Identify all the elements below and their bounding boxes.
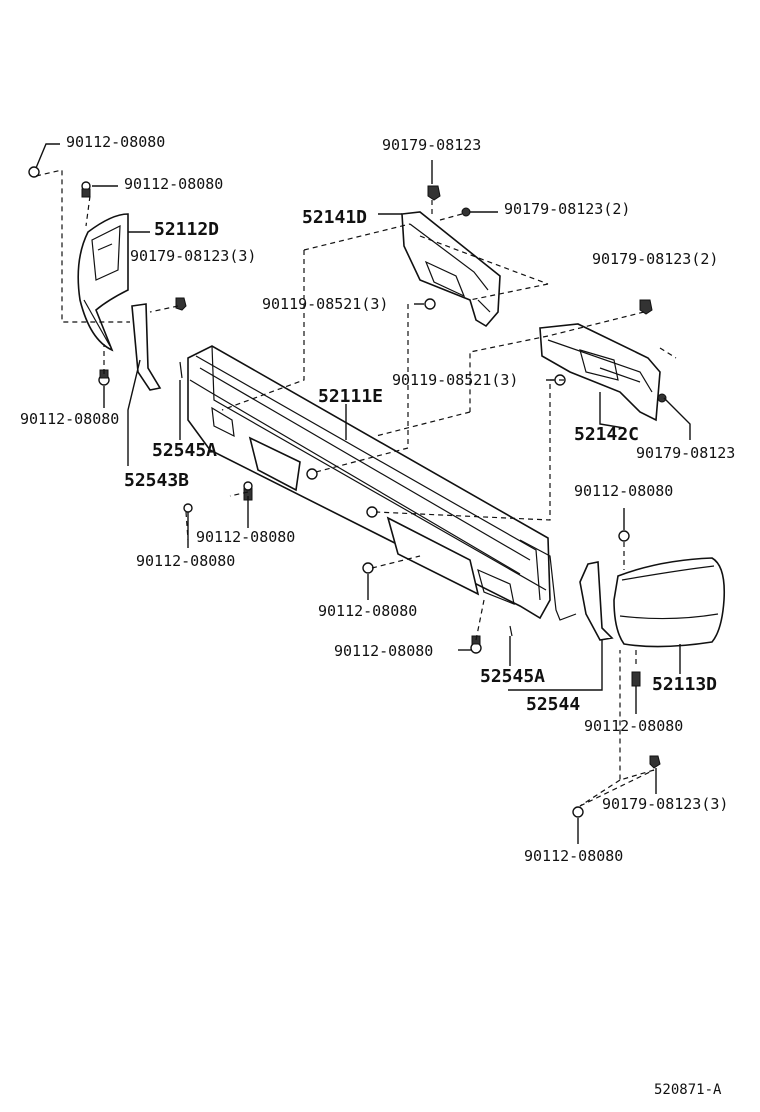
label-nut-top-2: 90179-08123(2) xyxy=(504,200,630,218)
label-clip-right-top: 90112-08080 xyxy=(574,482,673,500)
left-bumper-end-cover xyxy=(77,213,129,352)
label-left-cover: 52112D xyxy=(154,219,219,240)
label-retainer-left: 52545A xyxy=(152,440,217,461)
label-clip-center-b: 90112-08080 xyxy=(136,552,235,570)
label-bolt-left: 90119-08521(3) xyxy=(262,295,388,313)
label-support-right: 52544 xyxy=(526,694,580,715)
label-nut-top: 90179-08123 xyxy=(382,136,481,154)
label-support-left: 52543B xyxy=(124,470,189,491)
figure-code: 520871-A xyxy=(654,1082,722,1098)
label-clip-bottom-3: 90112-08080 xyxy=(524,847,623,865)
left-bumper-bracket xyxy=(401,211,501,328)
label-nut-bottom: 90179-08123(3) xyxy=(602,795,728,813)
part-labels: 90112-08080 90112-08080 52112D 90179-081… xyxy=(20,133,735,1098)
label-clip-bottom-2: 90112-08080 xyxy=(334,642,433,660)
label-nut-left: 90179-08123(3) xyxy=(130,247,256,265)
label-clip-left-low: 90112-08080 xyxy=(20,410,119,428)
label-bumper: 52111E xyxy=(318,386,383,407)
left-bumper-support xyxy=(131,303,162,391)
right-bumper-support xyxy=(579,561,614,641)
label-right-cover: 52113D xyxy=(652,674,717,695)
label-left-bracket: 52141D xyxy=(302,207,367,228)
label-clip-tl-1: 90112-08080 xyxy=(66,133,165,151)
assembly-lines xyxy=(35,169,677,807)
label-bolt-right: 90119-08521(3) xyxy=(392,371,518,389)
right-bumper-bracket xyxy=(539,323,661,422)
label-nut-right: 90179-08123 xyxy=(636,444,735,462)
label-clip-right-low: 90112-08080 xyxy=(584,717,683,735)
front-bumper-bar xyxy=(187,345,577,621)
label-clip-bottom-1: 90112-08080 xyxy=(318,602,417,620)
label-clip-center-a: 90112-08080 xyxy=(196,528,295,546)
label-retainer-right: 52545A xyxy=(480,666,545,687)
label-clip-tl-2: 90112-08080 xyxy=(124,175,223,193)
right-bumper-end-cover xyxy=(613,557,726,648)
label-nut-right-top: 90179-08123(2) xyxy=(592,250,718,268)
label-right-bracket: 52142C xyxy=(574,424,639,445)
leader-lines xyxy=(35,143,691,844)
